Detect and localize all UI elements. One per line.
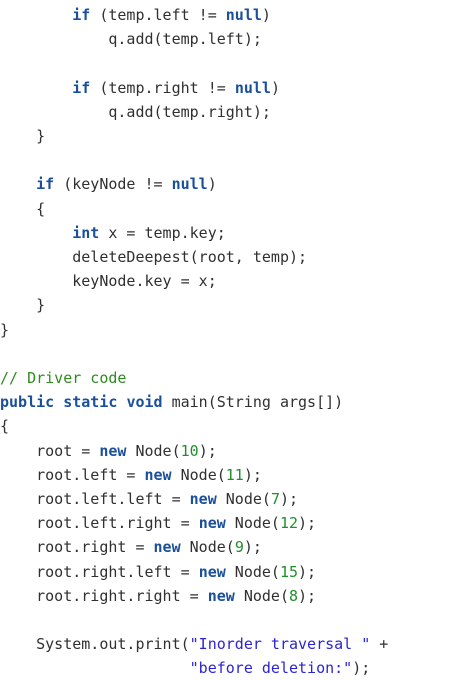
code-token: ); [243, 465, 262, 484]
code-line: deleteDeepest(root, temp); [0, 246, 307, 268]
string-token: "before deletion:" [189, 659, 353, 678]
code-token [0, 79, 72, 97]
code-token: Node( [225, 514, 280, 533]
code-token: Node( [180, 538, 235, 557]
keyword-token: int [72, 223, 100, 242]
keyword-token: null [234, 78, 271, 97]
code-line: } [0, 319, 9, 341]
code-token: root.left = [0, 465, 145, 484]
code-line: root.right = new Node(9); [0, 536, 262, 558]
code-token: root.right = [0, 538, 154, 557]
code-token [54, 393, 63, 411]
code-token: Node( [234, 586, 289, 605]
keyword-token: public [0, 393, 55, 412]
code-token: q.add(temp.right); [0, 102, 271, 121]
code-line: root.right.left = new Node(15); [0, 561, 316, 583]
code-line: int x = temp.key; [0, 222, 226, 244]
keyword-token: new [153, 538, 181, 557]
code-line: // Driver code [0, 367, 126, 389]
code-token: x = temp.key; [99, 223, 226, 242]
code-token: ); [298, 586, 317, 605]
number-token: 12 [279, 514, 299, 533]
keyword-token: static [63, 393, 118, 412]
code-line: root.left = new Node(11); [0, 464, 262, 486]
keyword-token: new [189, 490, 217, 508]
number-token: 10 [180, 441, 199, 460]
code-token: } [0, 320, 10, 339]
code-token: Node( [126, 441, 181, 460]
code-line: q.add(temp.right); [0, 101, 271, 123]
code-token: Node( [225, 562, 280, 581]
code-line: } [0, 125, 45, 147]
code-token: main(String args[]) [162, 393, 344, 412]
code-token: keyNode.key = x; [0, 272, 217, 291]
number-token: 11 [225, 465, 244, 484]
keyword-token: null [225, 6, 262, 24]
code-token [0, 224, 72, 242]
code-line: { [0, 415, 9, 437]
code-token: root = [0, 441, 100, 460]
code-token: System.out.print( [0, 635, 190, 654]
code-token: root.right.right = [0, 586, 208, 605]
code-token: (temp.left != [90, 6, 226, 24]
code-token: (keyNode != [54, 175, 172, 194]
code-token: root.left.left = [0, 490, 190, 508]
code-line: keyNode.key = x; [0, 270, 217, 292]
code-token: + [370, 635, 389, 654]
number-token: 7 [270, 490, 280, 508]
keyword-token: if [72, 6, 91, 24]
code-token: } [0, 296, 46, 315]
keyword-token: void [126, 393, 163, 412]
code-token: Node( [171, 465, 226, 484]
keyword-token: null [171, 175, 208, 194]
keyword-token: new [207, 586, 235, 605]
comment-token: // Driver code [0, 369, 127, 387]
code-token: } [0, 127, 46, 145]
code-token: { [0, 199, 46, 218]
code-token: q.add(temp.left); [0, 30, 262, 49]
code-line: "before deletion:"); [0, 657, 371, 679]
code-line: root.right.right = new Node(8); [0, 585, 316, 607]
code-line: public static void main(String args[]) [0, 391, 343, 413]
string-token: "Inorder traversal " [189, 635, 371, 654]
code-token: { [0, 417, 10, 436]
keyword-token: new [99, 441, 127, 460]
keyword-token: if [36, 175, 55, 194]
code-line: } [0, 294, 45, 316]
code-line: root.left.left = new Node(7); [0, 488, 298, 510]
code-token: ); [198, 441, 217, 460]
code-token: ); [243, 538, 262, 557]
code-token: ) [207, 175, 217, 194]
code-line: q.add(temp.left); [0, 28, 262, 50]
code-token: ) [261, 6, 271, 24]
keyword-token: new [144, 465, 172, 484]
keyword-token: if [72, 78, 91, 97]
code-line: System.out.print("Inorder traversal " + [0, 633, 388, 655]
code-token [0, 175, 36, 193]
code-line: if (keyNode != null) [0, 173, 217, 195]
code-token: (temp.right != [90, 78, 235, 97]
code-line: root.left.right = new Node(12); [0, 512, 316, 534]
code-token: root.right.left = [0, 562, 199, 581]
number-token: 15 [279, 562, 299, 581]
code-token: ); [352, 659, 371, 678]
code-token: root.left.right = [0, 514, 199, 533]
code-token [0, 659, 190, 677]
code-token: ) [270, 78, 280, 97]
code-token: Node( [216, 490, 271, 508]
number-token: 9 [234, 538, 244, 557]
code-token: ); [298, 514, 317, 533]
code-line: root = new Node(10); [0, 440, 217, 462]
code-token: ); [298, 562, 317, 581]
number-token: 8 [289, 586, 299, 605]
code-line: if (temp.right != null) [0, 77, 280, 99]
keyword-token: new [198, 562, 226, 581]
code-token: deleteDeepest(root, temp); [0, 248, 308, 266]
code-line: { [0, 198, 45, 220]
code-token [0, 6, 72, 24]
keyword-token: new [198, 514, 226, 533]
code-line: if (temp.left != null) [0, 4, 271, 26]
code-token: ); [279, 490, 299, 508]
